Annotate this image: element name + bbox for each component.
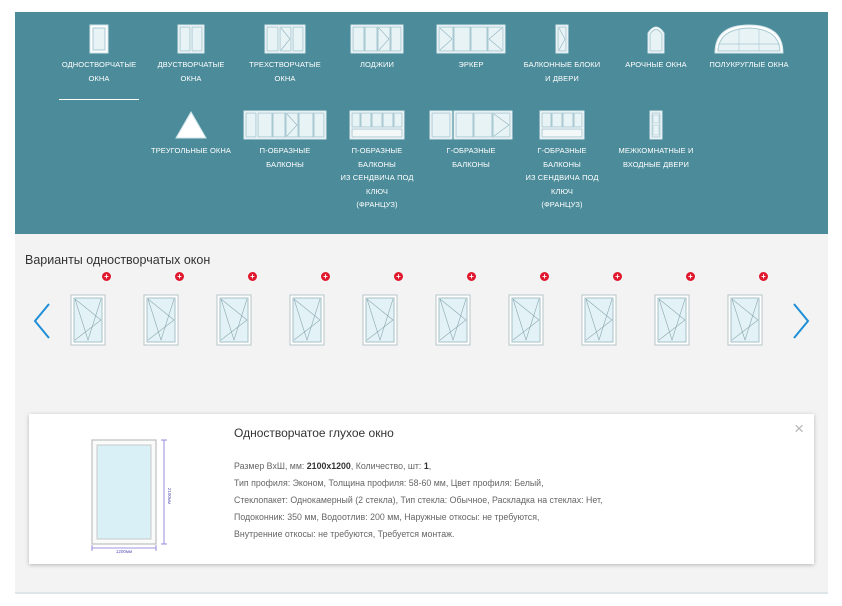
variant-thumbnail[interactable]: + <box>581 272 622 354</box>
plus-icon[interactable]: + <box>467 272 476 281</box>
variant-thumbnail[interactable]: + <box>289 272 330 354</box>
window-variant-icon <box>216 294 252 346</box>
arched-window-icon <box>647 26 665 54</box>
variant-thumbnail[interactable]: + <box>727 272 768 354</box>
interior-door-icon <box>649 110 663 140</box>
product-panel: 2100мм 1200мм Одностворчатое глухое окно… <box>15 388 828 594</box>
category-semicircle-windows[interactable]: ПОЛУКРУГЛЫЕ ОКНА <box>701 24 797 72</box>
category-label: ТРЕУГОЛЬНЫЕ ОКНА <box>151 146 231 155</box>
semicircle-window-icon <box>714 24 784 54</box>
active-underline <box>59 99 139 100</box>
variant-thumbnail[interactable]: + <box>143 272 184 354</box>
category-label: БАЛКОННЫЕ БЛОКИ И ДВЕРИ <box>523 60 601 83</box>
window-variant-icon <box>727 294 763 346</box>
category-u-balconies[interactable]: П-ОБРАЗНЫЕ БАЛКОНЫ <box>237 110 333 171</box>
window-drawing: 2100мм 1200мм <box>91 439 172 554</box>
spec-line-install: Внутренние откосы: не требуются, Требует… <box>234 529 455 539</box>
window-variant-icon <box>654 294 690 346</box>
u-balcony-icon <box>243 110 327 140</box>
category-label: ЭРКЕР <box>458 60 484 69</box>
plus-icon[interactable]: + <box>686 272 695 281</box>
plus-icon[interactable]: + <box>540 272 549 281</box>
plus-icon[interactable]: + <box>102 272 111 281</box>
category-label: Г-ОБРАЗНЫЕ БАЛКОНЫ <box>446 146 496 169</box>
category-balcony-doors[interactable]: БАЛКОННЫЕ БЛОКИ И ДВЕРИ <box>514 24 610 85</box>
bay-window-icon <box>436 24 506 54</box>
variants-panel: Варианты одностворчатых окон + + + + + + + + + + <box>15 234 828 389</box>
category-label: ЛОДЖИИ <box>360 60 394 69</box>
window-variant-icon <box>508 294 544 346</box>
triangle-window-icon <box>175 110 207 139</box>
category-loggias[interactable]: ЛОДЖИИ <box>329 24 425 72</box>
chevron-left-icon[interactable] <box>32 302 52 340</box>
category-single-windows[interactable]: ОДНОСТВОРЧАТЫЕ ОКНА <box>51 24 147 100</box>
category-label: ОДНОСТВОРЧАТЫЕ ОКНА <box>61 60 137 83</box>
category-arched-windows[interactable]: АРОЧНЫЕ ОКНА <box>608 24 704 72</box>
balcony-door-icon <box>555 24 569 54</box>
page-frame: ОДНОСТВОРЧАТЫЕ ОКНА ДВУСТВОРЧАТЫЕ ОКНА Т… <box>15 12 828 594</box>
category-bar: ОДНОСТВОРЧАТЫЕ ОКНА ДВУСТВОРЧАТЫЕ ОКНА Т… <box>15 12 828 234</box>
size-value: 2100х1200 <box>306 461 351 471</box>
plus-icon[interactable]: + <box>613 272 622 281</box>
variant-thumbnail[interactable]: + <box>508 272 549 354</box>
category-u-balconies-sandwich[interactable]: П-ОБРАЗНЫЕ БАЛКОНЫ ИЗ СЕНДВИЧА ПОД КЛЮЧ … <box>329 110 425 212</box>
window-variant-icon <box>143 294 179 346</box>
l-balcony-icon <box>429 110 513 140</box>
plus-icon[interactable]: + <box>394 272 403 281</box>
window-variant-icon <box>362 294 398 346</box>
plus-icon[interactable]: + <box>321 272 330 281</box>
product-card: 2100мм 1200мм Одностворчатое глухое окно… <box>29 414 814 564</box>
double-window-icon <box>177 24 205 54</box>
category-label: МЕЖКОМНАТНЫЕ И ВХОДНЫЕ ДВЕРИ <box>618 146 694 169</box>
window-variant-icon <box>435 294 471 346</box>
variants-title: Варианты одностворчатых окон <box>25 253 211 267</box>
variant-thumbnail[interactable]: + <box>654 272 695 354</box>
spec-line-glazing: Стеклопакет: Однокамерный (2 стекла), Ти… <box>234 495 603 505</box>
window-variant-icon <box>581 294 617 346</box>
category-label: П-ОБРАЗНЫЕ БАЛКОНЫ <box>259 146 311 169</box>
variant-thumbnail[interactable]: + <box>362 272 403 354</box>
category-label: Г-ОБРАЗНЫЕ БАЛКОНЫ ИЗ СЕНДВИЧА ПОД КЛЮЧ … <box>525 146 599 209</box>
category-double-windows[interactable]: ДВУСТВОРЧАТЫЕ ОКНА <box>143 24 239 85</box>
product-title: Одностворчатое глухое окно <box>234 426 394 440</box>
category-label: АРОЧНЫЕ ОКНА <box>625 60 687 69</box>
category-label: ДВУСТВОРЧАТЫЕ ОКНА <box>157 60 225 83</box>
category-triple-windows[interactable]: ТРЕХСТВОРЧАТЫЕ ОКНА <box>237 24 333 85</box>
spec-line-sill: Подоконник: 350 мм, Водоотлив: 200 мм, Н… <box>234 512 540 522</box>
window-variant-icon <box>70 294 106 346</box>
height-dimension-label: 2100мм <box>167 488 172 504</box>
category-bay-window[interactable]: ЭРКЕР <box>423 24 519 72</box>
spec-line-size: Размер ВхШ, мм: 2100х1200, Количество, ш… <box>234 461 432 471</box>
category-triangle-windows[interactable]: ТРЕУГОЛЬНЫЕ ОКНА <box>143 110 239 158</box>
category-label: ПОЛУКРУГЛЫЕ ОКНА <box>709 60 789 69</box>
chevron-right-icon[interactable] <box>791 302 811 340</box>
width-dimension-label: 1200мм <box>116 549 132 554</box>
loggia-icon <box>350 24 404 54</box>
variant-thumbnail[interactable]: + <box>216 272 257 354</box>
category-l-balconies[interactable]: Г-ОБРАЗНЫЕ БАЛКОНЫ <box>423 110 519 171</box>
qty-value: 1 <box>423 461 429 471</box>
category-label: П-ОБРАЗНЫЕ БАЛКОНЫ ИЗ СЕНДВИЧА ПОД КЛЮЧ … <box>340 146 414 209</box>
category-label: ТРЕХСТВОРЧАТЫЕ ОКНА <box>249 60 321 83</box>
u-balcony-sandwich-icon <box>349 110 405 140</box>
plus-icon[interactable]: + <box>248 272 257 281</box>
triple-window-icon <box>264 24 306 54</box>
plus-icon[interactable]: + <box>759 272 768 281</box>
l-balcony-sandwich-icon <box>539 110 585 140</box>
close-icon[interactable]: × <box>794 419 804 438</box>
category-interior-doors[interactable]: МЕЖКОМНАТНЫЕ И ВХОДНЫЕ ДВЕРИ <box>608 110 704 171</box>
single-window-icon <box>89 24 109 54</box>
plus-icon[interactable]: + <box>175 272 184 281</box>
spec-line-profile: Тип профиля: Эконом, Толщина профиля: 58… <box>234 478 544 488</box>
variant-thumbnail[interactable]: + <box>435 272 476 354</box>
variant-thumbnail[interactable]: + <box>70 272 111 354</box>
window-variant-icon <box>289 294 325 346</box>
product-specs: Размер ВхШ, мм: 2100х1200, Количество, ш… <box>234 458 602 543</box>
category-l-balconies-sandwich[interactable]: Г-ОБРАЗНЫЕ БАЛКОНЫ ИЗ СЕНДВИЧА ПОД КЛЮЧ … <box>514 110 610 212</box>
